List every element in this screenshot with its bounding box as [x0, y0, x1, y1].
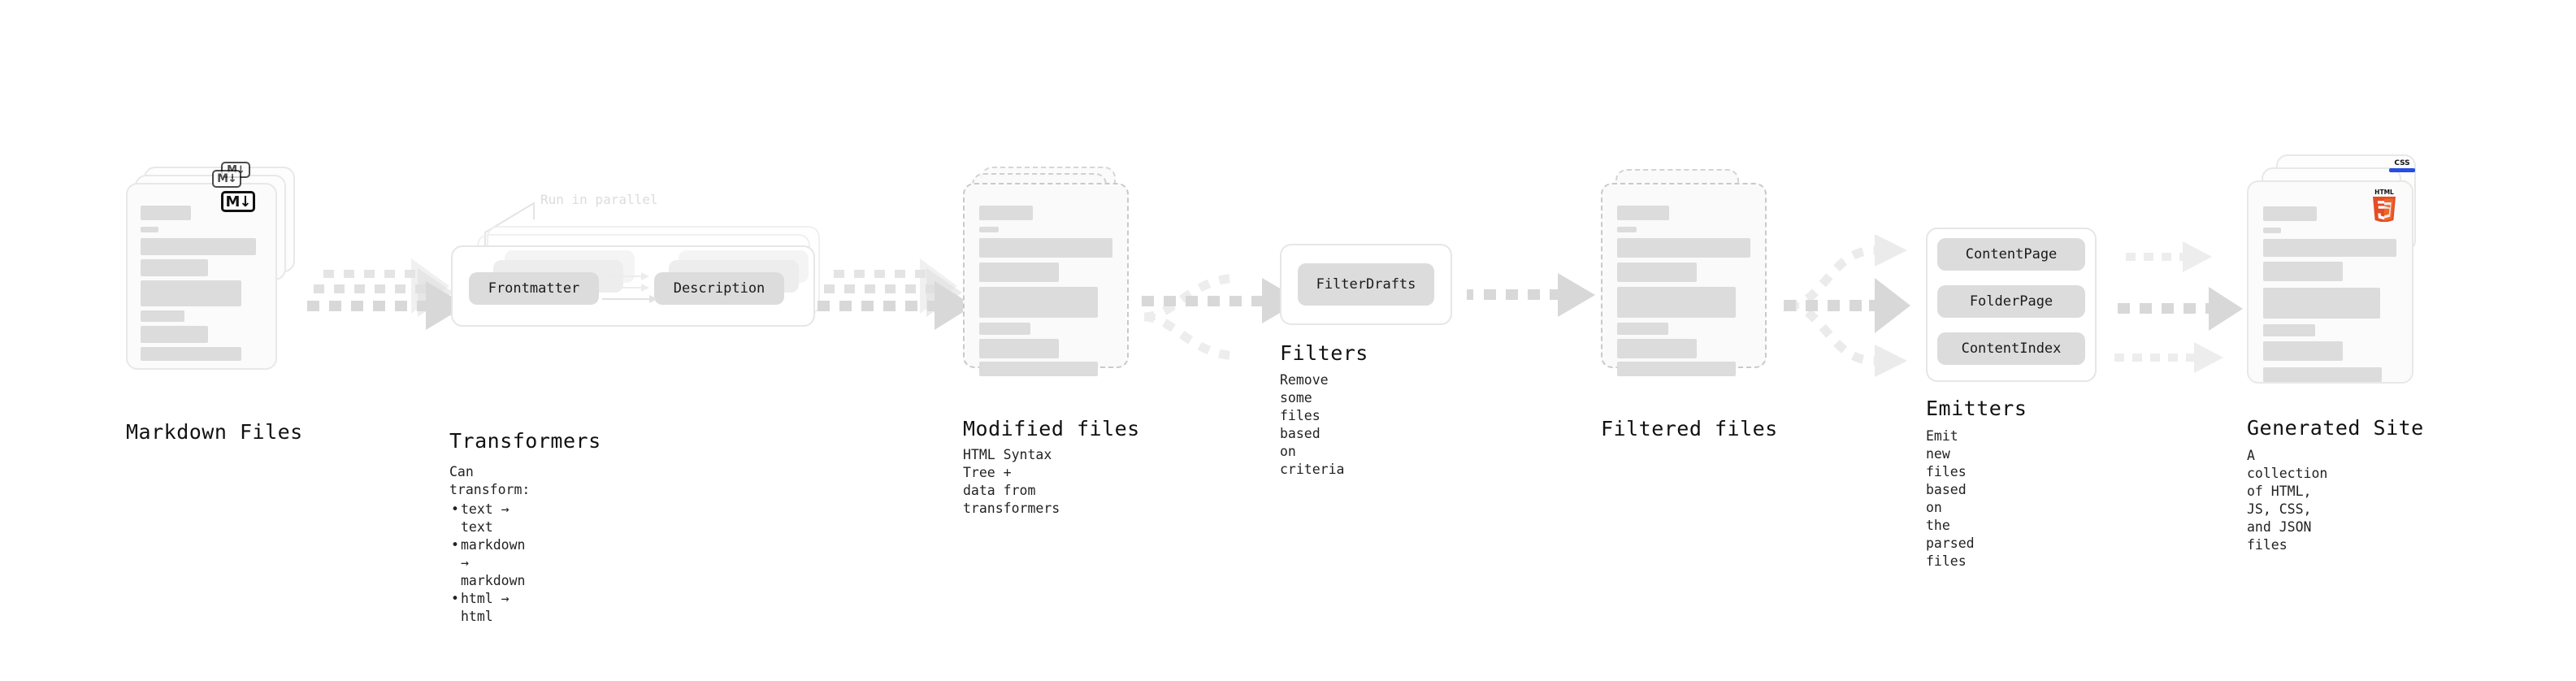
markdown-icon: M↓ — [221, 191, 255, 212]
skeleton-bar — [141, 227, 158, 232]
skeleton-bar — [2263, 288, 2380, 319]
skeleton-bar — [979, 339, 1059, 358]
skeleton-bar — [141, 326, 208, 343]
skeleton-bar — [141, 280, 241, 306]
skeleton-bar — [1617, 339, 1697, 358]
arrow-filtered-to-emitters — [1784, 234, 1910, 377]
skeleton-bar — [979, 323, 1030, 335]
skeleton-bar — [1617, 287, 1736, 318]
stage-title: Transformers — [449, 429, 601, 453]
stage-subtitle: Remove some files based on criteria — [1280, 372, 1345, 477]
arrow-markdown-to-transformers — [307, 258, 466, 330]
skeleton-bar — [979, 287, 1098, 318]
skeleton-bar — [1617, 206, 1669, 220]
stage-subtitle: HTML Syntax Tree + data from transformer… — [963, 447, 1060, 516]
skeleton-bar — [1617, 227, 1637, 232]
stage-title: Generated Site — [2247, 416, 2424, 440]
stage-subtitle: Emit new files based on the parsed files — [1926, 428, 1975, 569]
stage-subtitle: A collection of HTML, JS, CSS, and JSON … — [2247, 448, 2328, 553]
inner-transform-arrows — [602, 272, 657, 303]
arrow-modified-to-filters — [1142, 273, 1301, 361]
css-wordmark: CSS — [2394, 159, 2410, 167]
transformer-chip-description[interactable]: Description — [654, 272, 784, 305]
skeleton-bar — [2263, 239, 2396, 257]
file-card-front — [1601, 183, 1767, 376]
parallel-annotation: Run in parallel — [540, 192, 658, 207]
skeleton-bar — [2263, 262, 2343, 281]
arrow-transformers-to-modified — [817, 258, 974, 330]
css-icon: CSS — [2389, 159, 2415, 172]
html5-wordmark: HTML — [2374, 189, 2394, 196]
skeleton-bar — [141, 238, 256, 255]
emitter-chip-folderpage[interactable]: FolderPage — [1937, 285, 2085, 318]
skeleton-bar — [141, 259, 208, 276]
filter-chip-filterdrafts[interactable]: FilterDrafts — [1298, 263, 1434, 306]
skeleton-bar — [979, 362, 1098, 376]
file-card-front — [963, 183, 1129, 376]
skeleton-bar — [979, 206, 1033, 220]
note-item: html → html — [449, 590, 530, 626]
stage-title: Emitters — [1926, 397, 2027, 420]
skeleton-bar — [2263, 206, 2317, 221]
skeleton-bar — [979, 262, 1059, 282]
stage-title: Filtered files — [1601, 417, 1778, 440]
emitter-chip-contentindex[interactable]: ContentIndex — [1937, 332, 2085, 365]
stage-title: Markdown Files — [126, 420, 303, 444]
skeleton-bar — [1617, 238, 1750, 258]
skeleton-bar — [141, 347, 241, 361]
skeleton-bar — [1617, 323, 1668, 335]
skeleton-bar — [2263, 228, 2281, 233]
skeleton-bar — [141, 310, 184, 322]
stage-title: Modified files — [963, 417, 1140, 440]
arrow-emitters-to-site — [2114, 241, 2243, 373]
markdown-icon: M↓ — [212, 170, 241, 188]
arrow-filters-to-filtered — [1467, 273, 1595, 317]
html5-icon: HTML — [2373, 189, 2396, 222]
skeleton-bar — [1617, 362, 1736, 376]
skeleton-bar — [2263, 367, 2382, 382]
skeleton-bar — [2263, 341, 2343, 361]
skeleton-bar — [141, 206, 191, 220]
transformers-note: Can transform: text → text markdown → ma… — [449, 463, 530, 626]
note-item: markdown → markdown — [449, 536, 530, 590]
skeleton-bar — [979, 227, 999, 232]
skeleton-bar — [1617, 262, 1697, 282]
emitter-chip-contentpage[interactable]: ContentPage — [1937, 238, 2085, 271]
note-item: text → text — [449, 501, 530, 536]
skeleton-bar — [979, 238, 1112, 258]
note-header: Can transform: — [449, 464, 531, 497]
skeleton-bar — [2263, 324, 2315, 336]
file-card-front — [126, 183, 277, 370]
arrow-head-top — [1875, 234, 1907, 267]
stage-title: Filters — [1280, 341, 1368, 365]
transformer-chip-frontmatter[interactable]: Frontmatter — [469, 272, 599, 305]
arrow-head-bottom — [1875, 345, 1907, 377]
